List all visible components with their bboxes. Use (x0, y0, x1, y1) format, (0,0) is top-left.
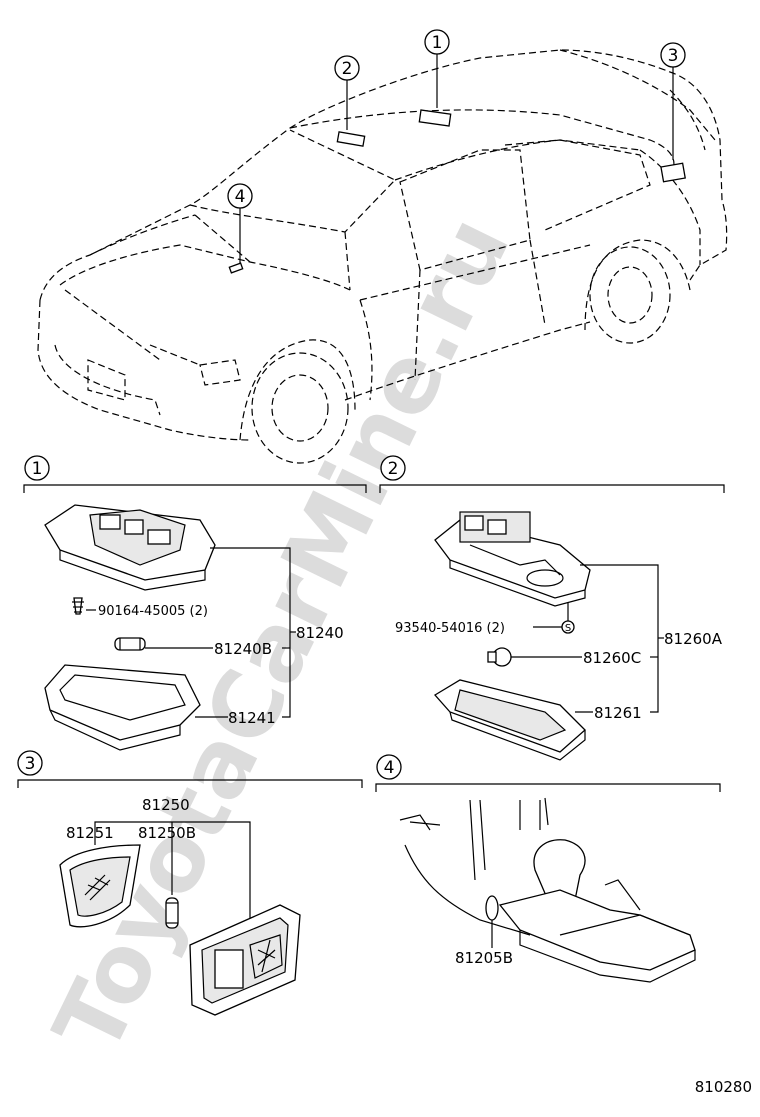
lens-part-number: 81251 (66, 824, 114, 842)
lamp-location-2 (336, 131, 366, 147)
callout-4: 4 (227, 183, 253, 209)
luggage-lamp-housing (189, 904, 301, 1016)
screw-icon: S (561, 620, 575, 634)
bulb-icon (485, 895, 499, 921)
bulb-part-number: 81260C (583, 649, 641, 667)
console-illustration (399, 797, 696, 983)
car-overview: 1 2 3 4 (37, 29, 728, 464)
lamp-location-4 (228, 262, 244, 274)
assembly-part-number: 81240 (296, 624, 344, 642)
screw-part-number: 90164-45005 (2) (98, 604, 208, 619)
lens-part (44, 664, 201, 751)
section-4: 4 81205B (375, 754, 721, 983)
lamp-location-1 (418, 109, 452, 127)
lens-part (433, 679, 586, 761)
section-3-number: 3 (25, 754, 36, 774)
lens-part-number: 81241 (228, 709, 276, 727)
dome-lamp-housing (44, 504, 216, 591)
callout-2: 2 (334, 55, 360, 81)
bulb-icon (165, 897, 179, 929)
screw-part-number: 93540-54016 (2) (395, 621, 505, 636)
assembly-part-number: 81260A (664, 630, 723, 648)
svg-text:S: S (565, 623, 571, 634)
bulb-icon (487, 647, 512, 667)
section-2-number: 2 (388, 459, 399, 479)
section-4-number: 4 (384, 758, 395, 778)
section-1: 1 90164-45005 (2) 81240B (23, 455, 367, 751)
map-lamp-housing (434, 511, 591, 607)
bulb-part-number: 81205B (455, 949, 513, 967)
callout-3: 3 (660, 42, 686, 68)
lamp-location-3 (660, 162, 686, 183)
section-1-number: 1 (32, 459, 43, 479)
lens-part-number: 81261 (594, 704, 642, 722)
section-2: 2 S 93540-54016 (2) 81260C (379, 455, 725, 761)
callout-1: 1 (424, 29, 450, 55)
assembly-part-number: 81250 (142, 796, 190, 814)
bulb-icon (114, 637, 146, 651)
bulb-part-number: 81250B (138, 824, 196, 842)
section-3: 3 81250 81251 81250B (17, 750, 363, 1016)
diagram-code: 810280 (695, 1078, 752, 1096)
screw-icon (72, 597, 84, 615)
svg-text:2: 2 (342, 59, 353, 79)
svg-text:3: 3 (668, 46, 679, 66)
svg-text:1: 1 (432, 33, 443, 53)
bulb-part-number: 81240B (214, 640, 272, 658)
svg-text:4: 4 (235, 187, 246, 207)
lens-part (59, 844, 141, 928)
